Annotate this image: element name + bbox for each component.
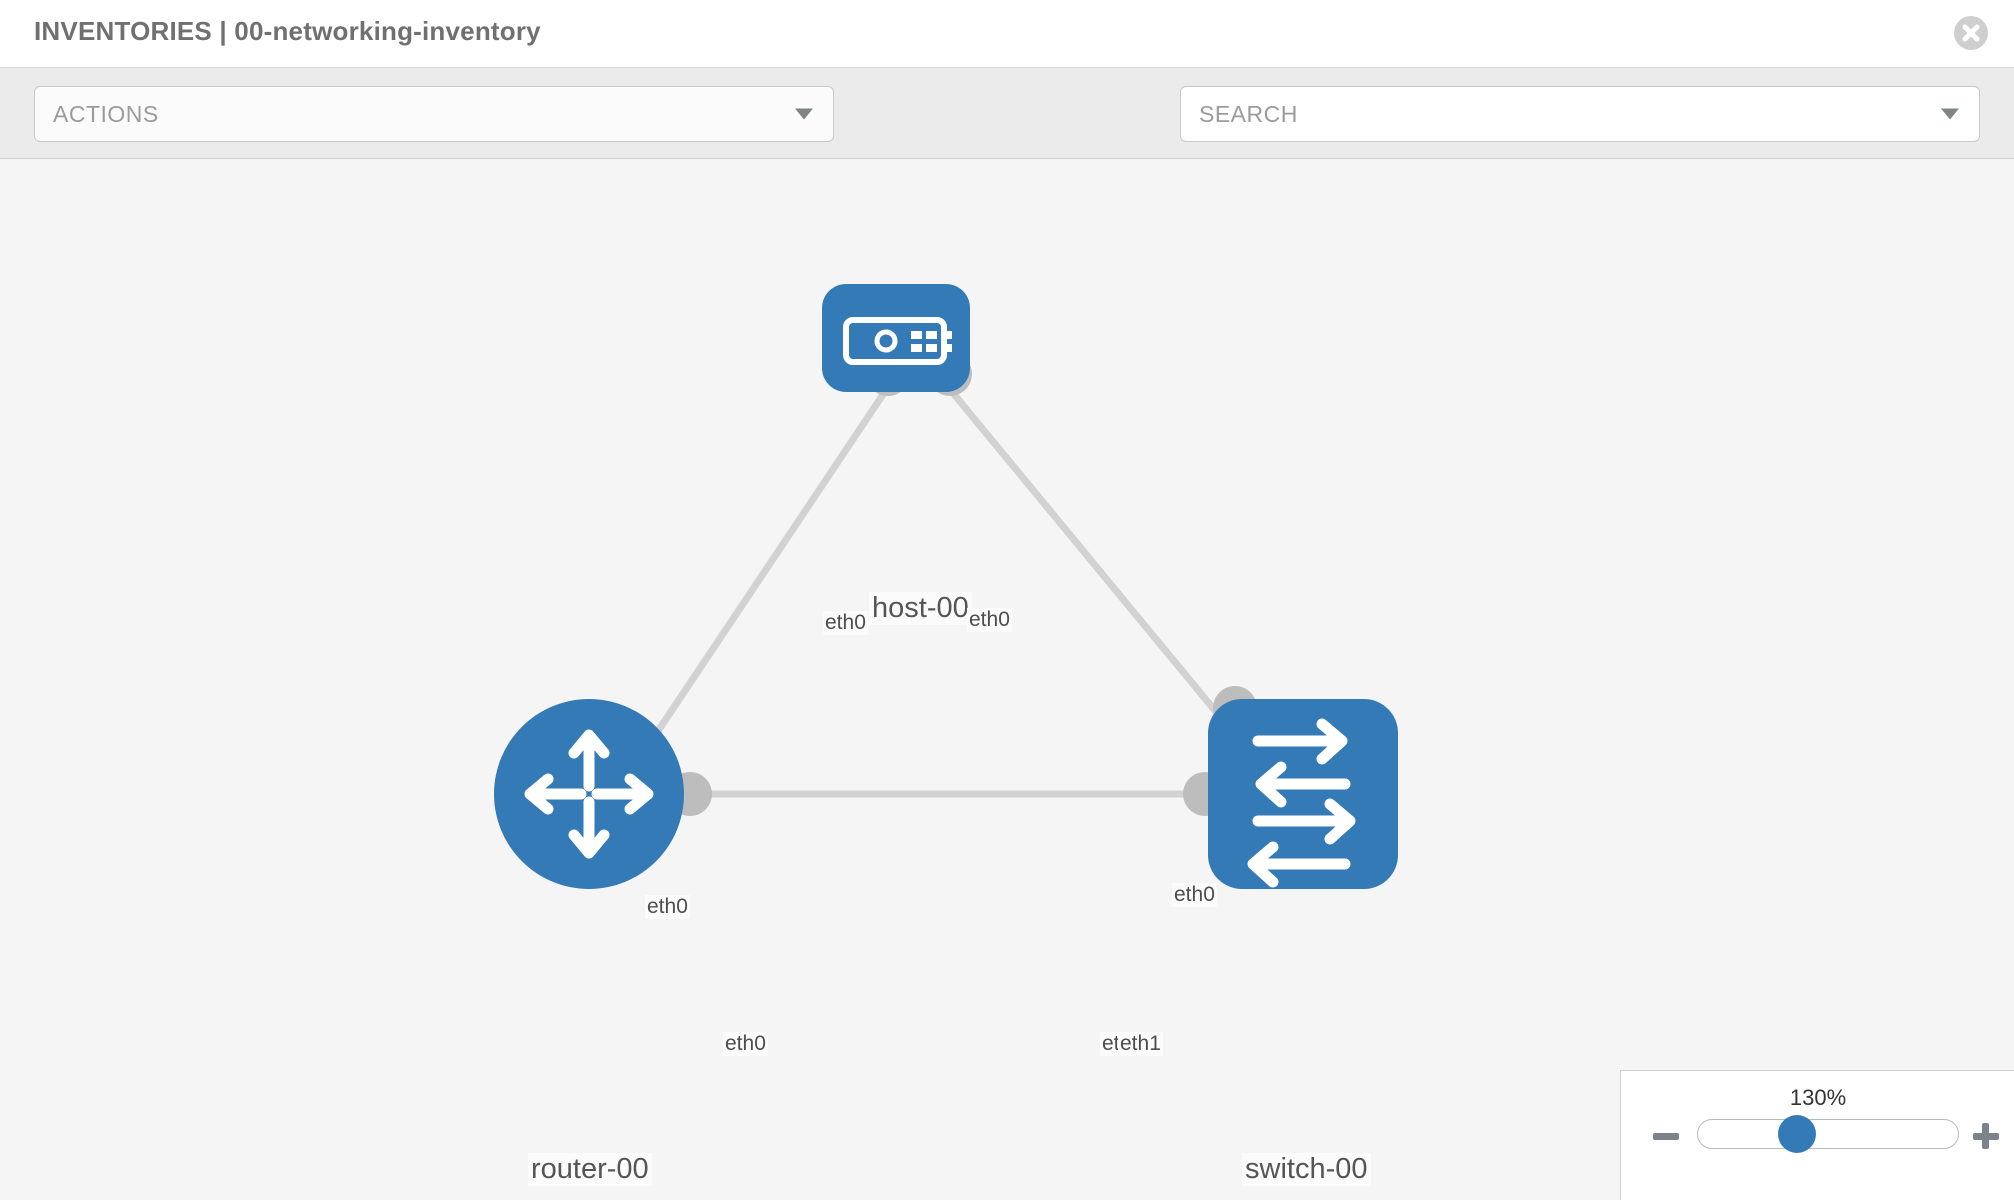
node-label-switch-00: switch-00 bbox=[1242, 1153, 1371, 1186]
edge-label-router-uplink-eth0: eth0 bbox=[645, 895, 690, 919]
router-arrows-icon bbox=[524, 729, 654, 859]
edge-label-router-eth0: eth0 bbox=[723, 1032, 768, 1056]
chevron-down-icon bbox=[1941, 108, 1959, 120]
actions-dropdown[interactable]: ACTIONS bbox=[34, 86, 834, 142]
zoom-level-label: 130% bbox=[1789, 1085, 1847, 1110]
edge-label-host-eth0-right: eth0 bbox=[967, 608, 1012, 632]
zoom-slider-thumb[interactable] bbox=[1778, 1115, 1816, 1153]
search-input[interactable]: SEARCH bbox=[1180, 86, 1980, 142]
zoom-control: 130% bbox=[1620, 1070, 2014, 1200]
topology-canvas[interactable]: eth0 host-00 eth0 eth0 eth0 eth0 eth eth… bbox=[0, 159, 2014, 1200]
node-host-00 bbox=[822, 284, 970, 392]
toolbar: ACTIONS SEARCH bbox=[0, 68, 2014, 197]
actions-dropdown-label: ACTIONS bbox=[53, 101, 159, 127]
node-router-00 bbox=[494, 699, 684, 889]
node-switch-00 bbox=[1208, 699, 1398, 889]
plus-icon-vertical[interactable] bbox=[1982, 1123, 1989, 1149]
zoom-slider-track[interactable] bbox=[1697, 1119, 1959, 1149]
server-icon bbox=[843, 317, 952, 365]
page-header: INVENTORIES | 00-networking-inventory bbox=[0, 0, 2014, 68]
edge-label-host-eth0-left: eth0 bbox=[823, 611, 868, 635]
page-title: INVENTORIES | 00-networking-inventory bbox=[34, 16, 541, 46]
edge-label-switch-eth1: eth1 bbox=[1118, 1032, 1163, 1056]
close-icon[interactable] bbox=[1954, 16, 1988, 50]
node-label-router-00: router-00 bbox=[528, 1153, 652, 1186]
topology-edges bbox=[643, 384, 1248, 798]
switch-arrows-icon bbox=[1247, 718, 1356, 888]
edge-host-switch bbox=[945, 384, 1248, 750]
search-placeholder: SEARCH bbox=[1199, 101, 1298, 127]
edge-label-switch-uplink-eth0: eth0 bbox=[1172, 883, 1217, 907]
node-label-host-00: host-00 bbox=[869, 592, 972, 625]
edge-host-router bbox=[643, 385, 891, 751]
minus-icon[interactable] bbox=[1653, 1133, 1679, 1140]
chevron-down-icon bbox=[795, 108, 813, 120]
